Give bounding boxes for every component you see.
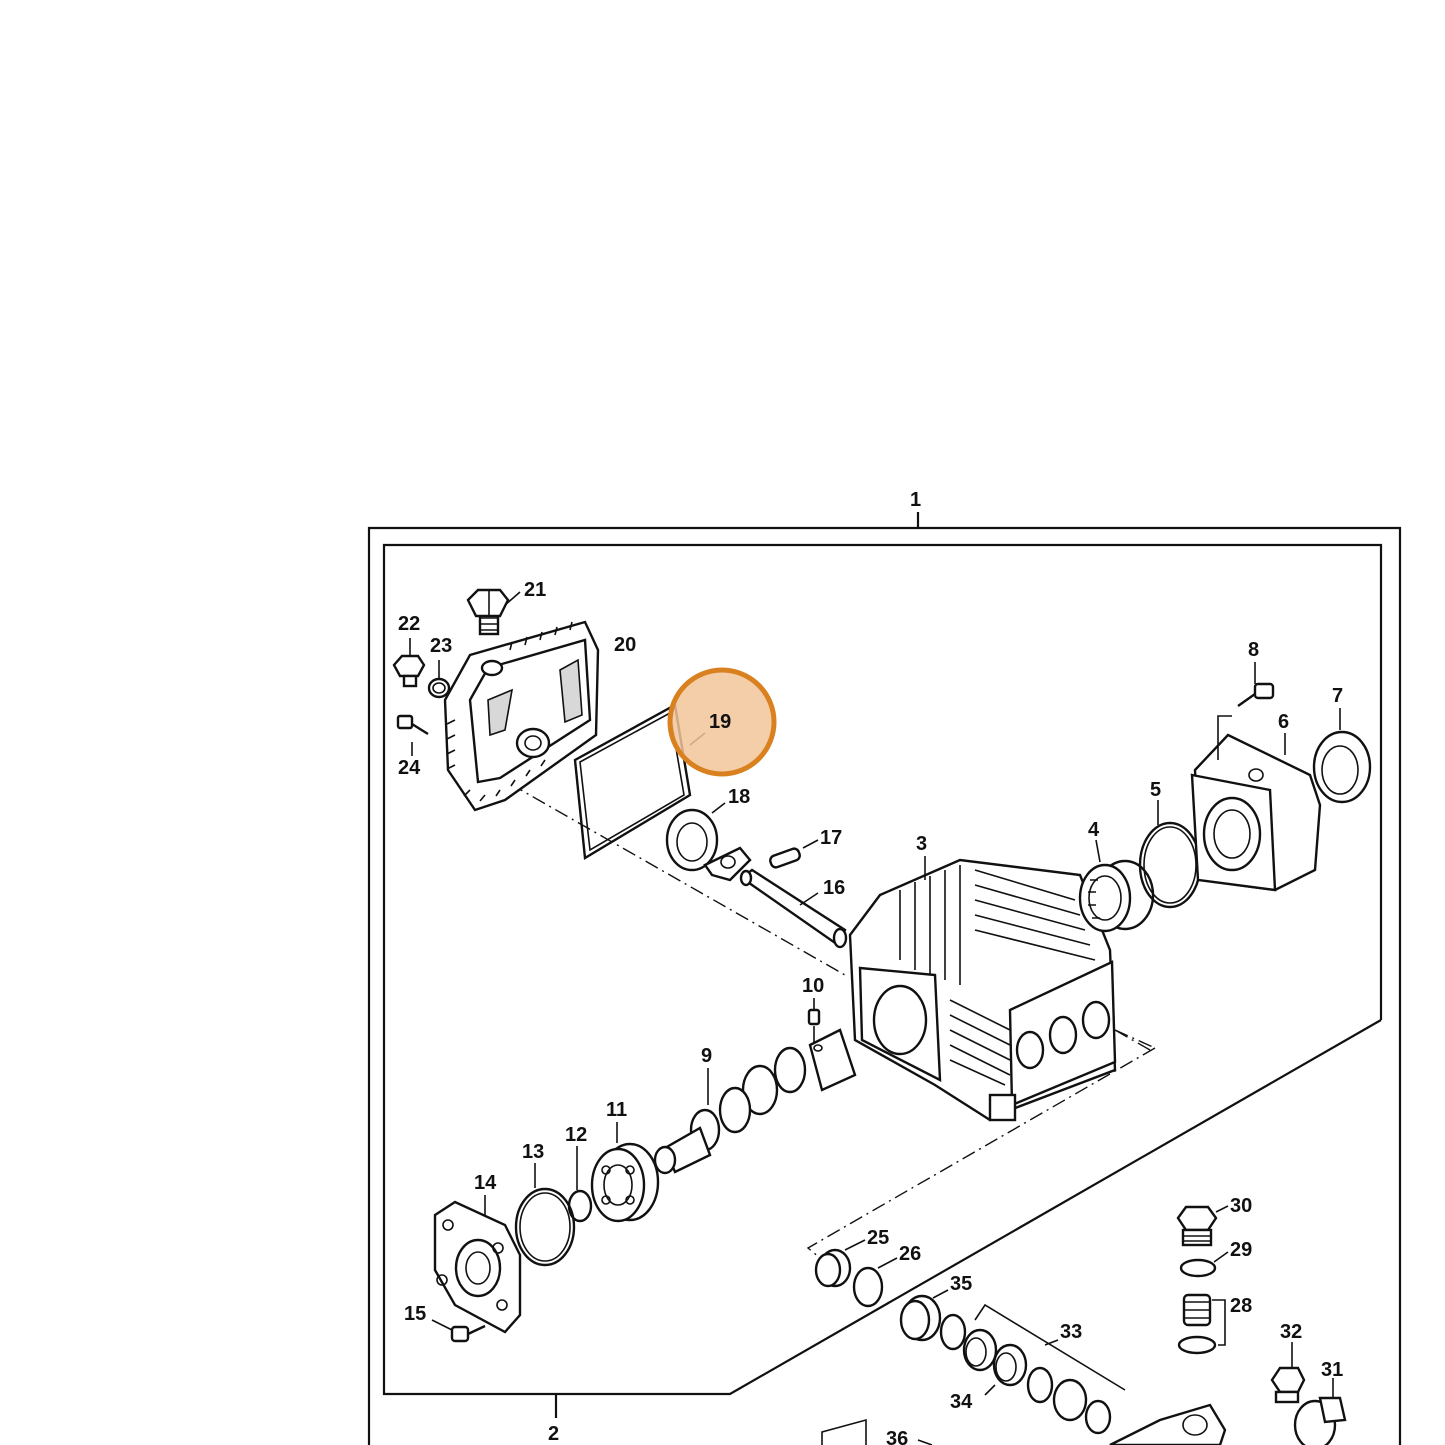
callout-31[interactable]: 31	[1321, 1359, 1343, 1381]
callout-1[interactable]: 1	[910, 489, 921, 511]
callout-8[interactable]: 8	[1248, 639, 1259, 661]
callout-9[interactable]: 9	[701, 1045, 712, 1067]
callout-18[interactable]: 18	[728, 786, 750, 808]
callout-21[interactable]: 21	[524, 579, 546, 601]
callout-10[interactable]: 10	[802, 975, 824, 997]
callout-16[interactable]: 16	[823, 877, 845, 899]
callout-23[interactable]: 23	[430, 635, 452, 657]
callout-29[interactable]: 29	[1230, 1239, 1252, 1261]
shaft-seal-part-7	[1312, 708, 1372, 804]
callout-15[interactable]: 15	[404, 1303, 426, 1325]
crankcase-housing-part-3	[848, 856, 1117, 1122]
callout-20[interactable]: 20	[614, 634, 636, 656]
oil-plug-part-21	[466, 588, 521, 636]
o-ring-part-29	[1179, 1251, 1229, 1278]
callout-19[interactable]: 19	[709, 711, 731, 733]
screw-part-15	[431, 1319, 486, 1343]
o-ring-part-23	[427, 660, 451, 699]
callout-7[interactable]: 7	[1332, 685, 1343, 707]
bearing-housing-part-6	[1190, 715, 1322, 892]
seal-part-35	[899, 1289, 949, 1342]
callout-25[interactable]: 25	[867, 1227, 889, 1249]
callout-34[interactable]: 34	[950, 1391, 973, 1413]
crankshaft-part-9	[653, 1028, 857, 1175]
assembly-frame-inner	[382, 543, 1383, 1418]
callout-30[interactable]: 30	[1230, 1195, 1252, 1217]
valve-part-28	[1177, 1293, 1226, 1355]
flange-cover-part-14	[433, 1195, 522, 1334]
callout-17[interactable]: 17	[820, 827, 842, 849]
callout-3[interactable]: 3	[916, 833, 927, 855]
o-ring-part-13	[514, 1163, 576, 1267]
callout-12[interactable]: 12	[565, 1124, 587, 1146]
assembly-frame-outer	[367, 512, 1402, 1445]
connecting-rod-part-18	[665, 802, 752, 882]
needle-bearing-part-4	[1078, 839, 1155, 933]
plug-part-30	[1176, 1205, 1229, 1247]
callout-labels: 1 2 3 4 5 6 7 8 9 10 11 12 13 14 15 16 1…	[398, 489, 1343, 1445]
callout-24[interactable]: 24	[398, 757, 421, 779]
callout-6[interactable]: 6	[1278, 711, 1289, 733]
fitting-part-31	[1293, 1378, 1347, 1445]
callout-13[interactable]: 13	[522, 1141, 544, 1163]
highlight-marker-19[interactable]	[667, 667, 777, 777]
screw-part-8	[1237, 662, 1275, 707]
plug-part-32	[1270, 1342, 1306, 1404]
callout-22[interactable]: 22	[398, 613, 420, 635]
callout-5[interactable]: 5	[1150, 779, 1161, 801]
callout-4[interactable]: 4	[1088, 819, 1100, 841]
seal-stack-part-33	[939, 1303, 1126, 1435]
wrist-pin-part-17	[769, 839, 819, 869]
plunger-part-16	[739, 868, 848, 949]
callout-2[interactable]: 2	[548, 1423, 559, 1445]
callout-36[interactable]: 36	[886, 1428, 908, 1445]
callout-35[interactable]: 35	[950, 1273, 972, 1295]
callout-11[interactable]: 11	[606, 1099, 627, 1121]
leader-part-34	[984, 1384, 996, 1396]
o-ring-part-26	[852, 1257, 898, 1308]
callout-28[interactable]: 28	[1230, 1295, 1252, 1317]
callout-26[interactable]: 26	[899, 1243, 921, 1265]
snap-ring-part-12	[567, 1146, 593, 1223]
ball-bearing-part-11	[590, 1122, 660, 1223]
set-screw-part-10	[807, 998, 821, 1045]
manifold-part-36	[821, 1403, 1227, 1445]
breather-plug-part-22	[392, 638, 426, 688]
screw-part-24	[396, 714, 429, 756]
crankcase-cover-part-20	[443, 620, 600, 812]
callout-33[interactable]: 33	[1060, 1321, 1082, 1343]
seal-part-25	[814, 1239, 866, 1288]
callout-14[interactable]: 14	[474, 1172, 497, 1194]
callout-32[interactable]: 32	[1280, 1321, 1302, 1343]
